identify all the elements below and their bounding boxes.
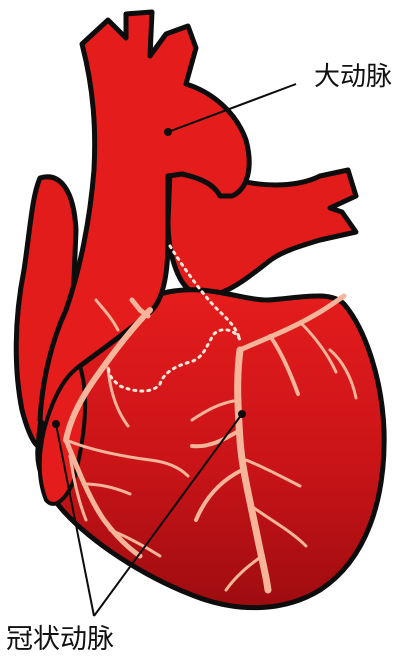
aorta-label: 大动脉 xyxy=(314,64,392,90)
coronary-arteries-label: 冠状动脉 xyxy=(6,626,114,653)
pulmonary-artery xyxy=(168,162,356,295)
